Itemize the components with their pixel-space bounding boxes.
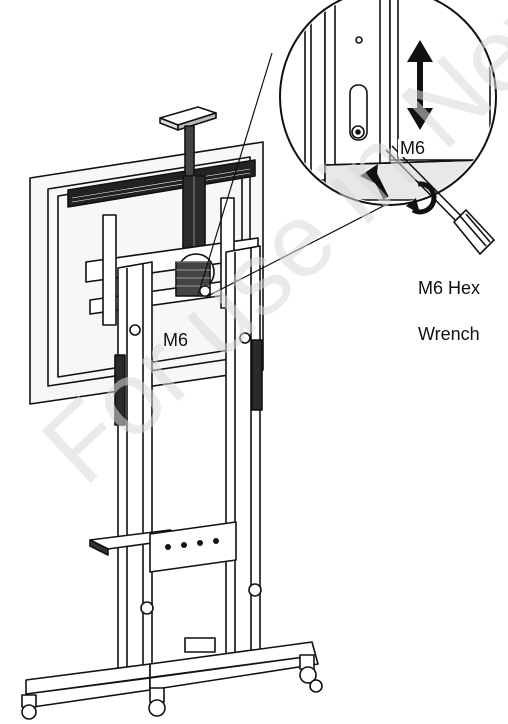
callout-lines <box>197 52 396 298</box>
tool-label-line1: M6 Hex <box>418 278 481 298</box>
adjust-arrow-icon <box>407 40 433 130</box>
middle-shelf <box>89 521 237 573</box>
camera-shelf <box>159 106 217 177</box>
hex-wrench-icon <box>385 145 495 255</box>
stand-bolt-label: M6 <box>163 330 189 350</box>
tool-label-line2: Wrench <box>418 324 480 344</box>
rotation-arrow-icon <box>360 164 437 215</box>
zoom-detail <box>279 0 497 215</box>
caster-wheels <box>21 654 323 720</box>
stand-base <box>25 637 319 709</box>
zoom-bolt-label: M6 <box>398 138 428 158</box>
